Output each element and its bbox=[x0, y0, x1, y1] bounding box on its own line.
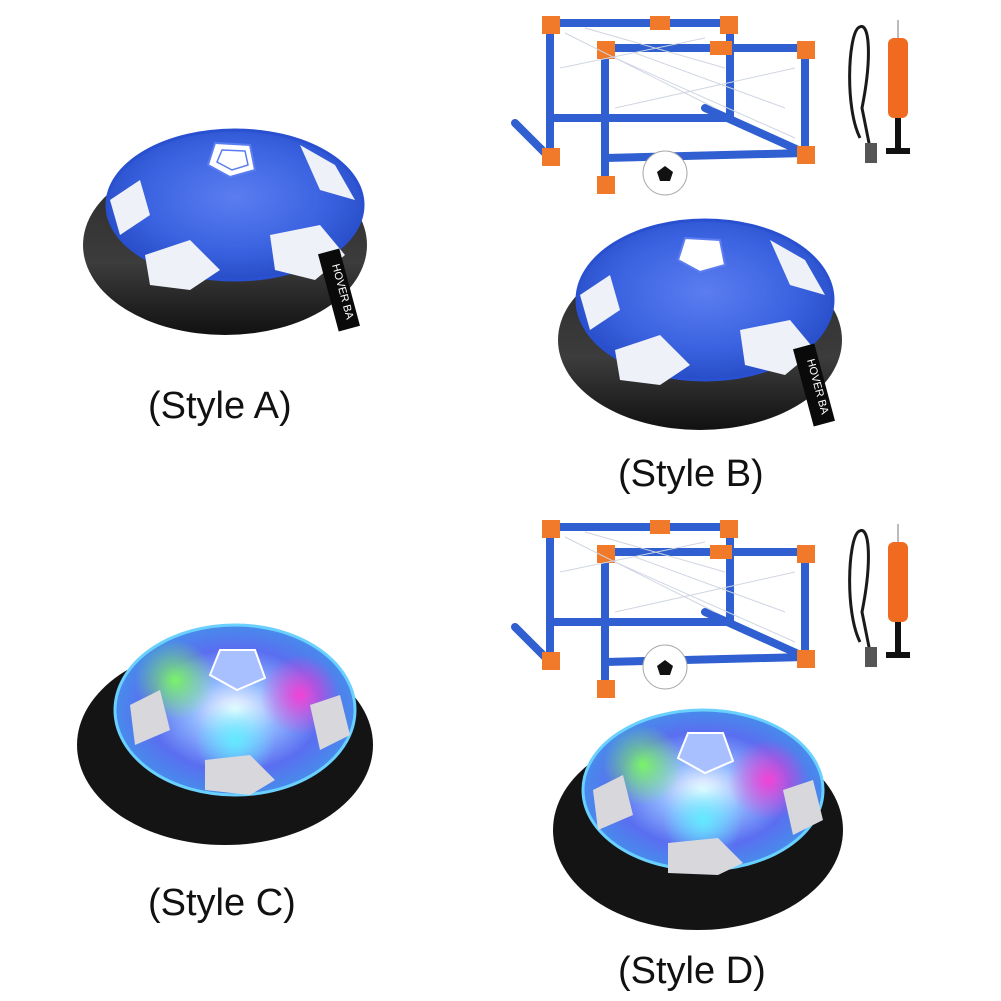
accessories-b bbox=[840, 18, 920, 168]
soccer-goals-image bbox=[511, 16, 815, 196]
hover-ball-led-image bbox=[77, 623, 373, 845]
style-b-label: (Style B) bbox=[618, 453, 764, 495]
hover-ball-blue-image: HOVER BA bbox=[558, 218, 842, 430]
style-a-label: (Style A) bbox=[148, 385, 292, 427]
product-style-c bbox=[75, 600, 375, 850]
accessories-d bbox=[840, 522, 920, 672]
hover-ball-blue-image: HOVER BA bbox=[83, 128, 367, 335]
style-c-label: (Style C) bbox=[148, 882, 296, 924]
product-style-a: HOVER BA bbox=[70, 105, 370, 345]
goals-set-b bbox=[505, 8, 825, 198]
style-d-label: (Style D) bbox=[618, 950, 766, 992]
usb-cable-and-pump-icon bbox=[848, 524, 910, 667]
product-style-d bbox=[548, 695, 848, 945]
usb-cable-and-pump-icon bbox=[848, 20, 910, 163]
soccer-goals-image bbox=[511, 520, 815, 698]
hover-ball-led-image bbox=[553, 708, 843, 930]
product-style-b: HOVER BA bbox=[545, 200, 845, 440]
goals-set-d bbox=[505, 512, 825, 702]
